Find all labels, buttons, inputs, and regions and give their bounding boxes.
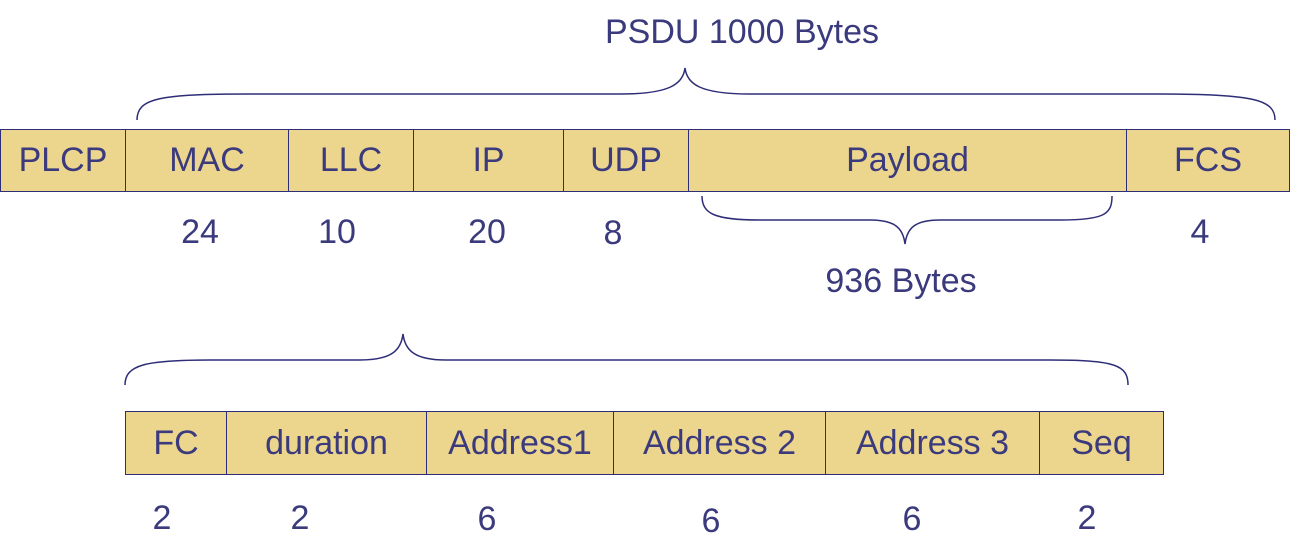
mac-field-address2: Address 2 bbox=[613, 411, 826, 475]
field-payload: Payload bbox=[688, 129, 1127, 192]
psdu-brace bbox=[136, 67, 1276, 121]
mac-field-fc: FC bbox=[125, 411, 227, 475]
field-udp: UDP bbox=[563, 129, 689, 192]
field-plcp: PLCP bbox=[0, 129, 126, 192]
mac-field-duration: duration bbox=[226, 411, 427, 475]
size-address3: 6 bbox=[902, 500, 922, 538]
size-address2: 6 bbox=[701, 502, 721, 540]
size-fcs: 4 bbox=[1190, 213, 1210, 251]
mac-header-brace bbox=[124, 333, 1129, 386]
size-address1: 6 bbox=[477, 500, 497, 538]
mac-field-address3: Address 3 bbox=[825, 411, 1040, 475]
mac-field-address1: Address1 bbox=[426, 411, 614, 475]
field-llc: LLC bbox=[288, 129, 414, 192]
size-llc: 10 bbox=[318, 213, 356, 251]
field-fcs: FCS bbox=[1126, 129, 1290, 192]
size-duration: 2 bbox=[290, 499, 310, 537]
payload-size-label: 936 Bytes bbox=[825, 262, 977, 300]
size-mac: 24 bbox=[181, 213, 219, 251]
size-fc: 2 bbox=[152, 499, 172, 537]
field-mac: MAC bbox=[125, 129, 289, 192]
mac-field-seq: Seq bbox=[1039, 411, 1164, 475]
size-ip: 20 bbox=[468, 213, 506, 251]
size-udp: 8 bbox=[603, 214, 623, 252]
field-ip: IP bbox=[413, 129, 564, 192]
psdu-label: PSDU 1000 Bytes bbox=[604, 13, 880, 51]
size-seq: 2 bbox=[1077, 499, 1097, 537]
payload-brace bbox=[701, 195, 1113, 245]
